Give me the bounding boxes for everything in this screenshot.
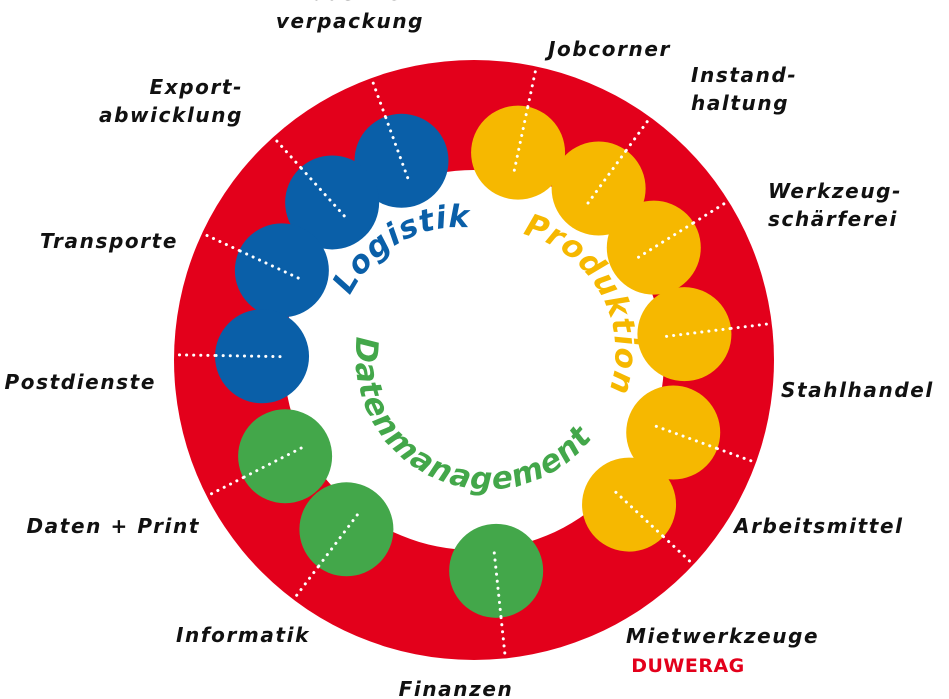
service-label-line: Finanzen	[399, 677, 514, 699]
service-label-informatik: Informatik	[176, 623, 310, 647]
service-label-instandhaltung: Instand-haltung	[691, 63, 797, 115]
service-label-line: Transporte	[40, 229, 178, 253]
service-label-jobcorner: Jobcorner	[544, 37, 671, 61]
service-bubbles	[215, 105, 732, 618]
service-label-exportabwicklung: Export-abwicklung	[99, 75, 243, 127]
bubble-transporte	[234, 223, 329, 318]
service-label-postdienste: Postdienste	[5, 370, 156, 394]
service-label-line: Export-	[149, 75, 243, 99]
service-label-line: Instand-	[691, 63, 797, 87]
service-label-daten-print: Daten + Print	[26, 514, 200, 538]
inner-field	[284, 170, 664, 550]
bubble-informatik	[299, 482, 394, 577]
service-label-mietwerkzeuge: Mietwerkzeuge	[626, 624, 819, 648]
bubble-exportabwicklung	[285, 155, 380, 250]
bubble-jobcorner	[471, 105, 566, 200]
service-label-line: verpackung	[276, 9, 424, 33]
duwerag-logo: DUWERAG	[631, 655, 745, 677]
service-label-line: Arbeitsmittel	[732, 514, 904, 538]
service-label-line: Daten + Print	[26, 514, 200, 538]
bubble-daten-print	[238, 409, 333, 504]
service-label-line: Stahlhandel	[781, 378, 934, 402]
service-label-line: Jobcorner	[544, 37, 671, 61]
service-label-line: schärferei	[768, 207, 898, 231]
service-label-arbeitsmittel: Arbeitsmittel	[732, 514, 904, 538]
service-label-werkzeugschaerferei: Werkzeug-schärferei	[768, 179, 902, 231]
service-labels: Industrie-verpackungExport-abwicklungTra…	[5, 0, 934, 699]
service-label-transporte: Transporte	[40, 229, 178, 253]
bubble-postdienste	[215, 309, 310, 404]
service-label-line: Mietwerkzeuge	[626, 624, 819, 648]
service-label-line: haltung	[691, 91, 789, 115]
service-label-line: Werkzeug-	[768, 179, 902, 203]
bubble-werkzeugschaerferei	[606, 200, 701, 295]
service-label-line: abwicklung	[99, 103, 243, 127]
bubble-arbeitsmittel	[626, 385, 721, 480]
service-label-finanzen: Finanzen	[399, 677, 514, 699]
service-label-line: Industrie-	[287, 0, 413, 5]
service-label-stahlhandel: Stahlhandel	[781, 378, 934, 402]
bubble-stahlhandel	[637, 287, 732, 382]
bubble-finanzen	[449, 523, 544, 618]
bubble-instandhaltung	[551, 141, 646, 236]
service-label-line: Postdienste	[5, 370, 156, 394]
service-label-line: Informatik	[176, 623, 310, 647]
bubble-mietwerkzeuge	[582, 457, 677, 552]
service-label-industrieverpackung: Industrie-verpackung	[276, 0, 424, 33]
bubble-industrieverpackung	[354, 113, 449, 208]
